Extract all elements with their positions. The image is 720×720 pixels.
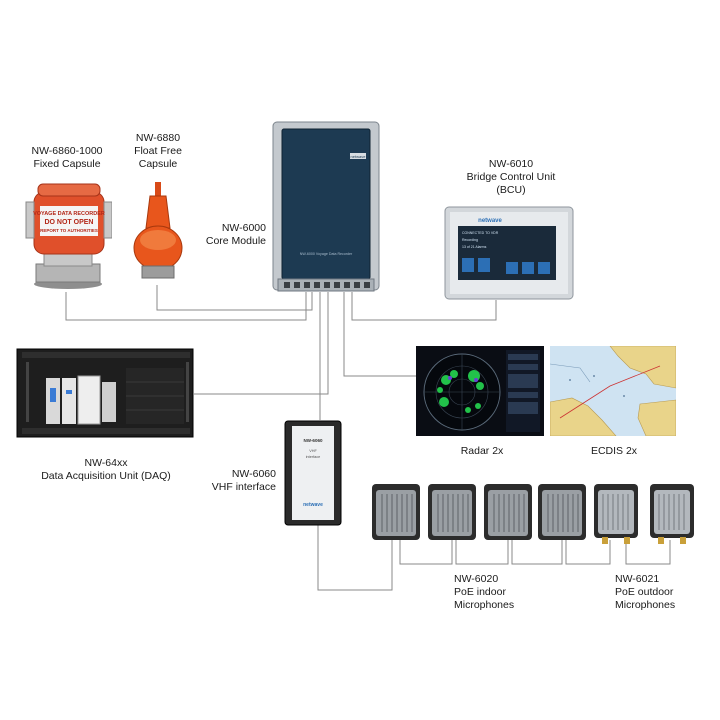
indoor-mics-model: NW-6020 bbox=[454, 573, 499, 585]
outdoor-microphone-1 bbox=[594, 484, 638, 544]
wire-vhf-mics bbox=[317, 525, 393, 591]
indoor-microphone-2 bbox=[428, 484, 476, 540]
float-free-label: NW-6880 Float Free Capsule bbox=[120, 132, 196, 171]
bcu-label: NW-6010 Bridge Control Unit (BCU) bbox=[455, 158, 567, 197]
fixed-capsule-image: VOYAGE DATA RECORDER DO NOT OPEN REPORT … bbox=[25, 183, 112, 289]
float-free-capsule-image bbox=[133, 182, 183, 279]
indoor-mics-name-2: Microphones bbox=[454, 599, 515, 611]
wire-mic-1-2 bbox=[399, 540, 453, 565]
float-free-name-1: Float Free bbox=[134, 145, 182, 157]
bcu-model: NW-6010 bbox=[488, 158, 534, 170]
bcu-name-2: (BCU) bbox=[496, 184, 526, 196]
wire-radar bbox=[343, 292, 416, 377]
indoor-microphone-1 bbox=[372, 484, 420, 540]
wire-daq bbox=[194, 292, 329, 395]
bcu-screen-line-2: Recording bbox=[462, 238, 478, 242]
outdoor-mics-label: NW-6021 PoE outdoor Microphones bbox=[615, 573, 705, 612]
wire-float-free bbox=[156, 285, 313, 311]
outdoor-mics-model: NW-6021 bbox=[615, 573, 660, 585]
wire-fixed-capsule bbox=[65, 292, 307, 321]
daq-name: Data Acquisition Unit (DAQ) bbox=[41, 470, 171, 482]
fixed-capsule-name: Fixed Capsule bbox=[33, 158, 101, 170]
bcu-screen-line-1: CONNECTED TO VDR bbox=[462, 231, 499, 235]
vhf-brand: netwave bbox=[303, 502, 323, 508]
core-module-model: NW-6000 bbox=[221, 222, 266, 234]
bcu-name-1: Bridge Control Unit bbox=[466, 171, 556, 183]
capsule-decal-line-3: REPORT TO AUTHORITIES bbox=[40, 228, 98, 233]
vhf-box-line-3: interface bbox=[306, 455, 321, 459]
outdoor-mics-name-2: Microphones bbox=[615, 599, 676, 611]
wire-bcu bbox=[351, 292, 497, 321]
vhf-box-line-2: VHF bbox=[309, 449, 317, 453]
fixed-capsule-label: NW-6860-1000 Fixed Capsule bbox=[20, 145, 114, 171]
radar-label: Radar 2x bbox=[460, 445, 504, 457]
outdoor-microphone-2 bbox=[650, 484, 694, 544]
float-free-name-2: Capsule bbox=[138, 158, 178, 170]
capsule-decal-line-2: DO NOT OPEN bbox=[44, 219, 93, 226]
daq-image bbox=[16, 348, 194, 438]
bcu-screen-line-3: 13 of 21 Alarms bbox=[462, 245, 487, 249]
fixed-capsule-model: NW-6860-1000 bbox=[31, 145, 103, 157]
core-face bbox=[281, 128, 371, 280]
vhf-label: NW-6060 VHF interface bbox=[200, 468, 276, 494]
daq-model: NW-64xx bbox=[84, 457, 128, 469]
indoor-mics-label: NW-6020 PoE indoor Microphones bbox=[454, 573, 534, 612]
core-module-name: Core Module bbox=[205, 235, 266, 247]
core-badge: netwave bbox=[351, 154, 367, 159]
indoor-microphone-4 bbox=[538, 484, 586, 540]
vhf-image: NW-6060 VHF interface netwave bbox=[284, 420, 342, 526]
ecdis-label: ECDIS 2x bbox=[590, 445, 638, 457]
daq-label: NW-64xx Data Acquisition Unit (DAQ) bbox=[20, 457, 192, 483]
vhf-model: NW-6060 bbox=[231, 468, 276, 480]
core-caption: NW-6000 Voyage Data Recorder bbox=[300, 252, 353, 256]
wire-mic-4-5 bbox=[565, 540, 611, 565]
wire-mic-5-6 bbox=[625, 540, 671, 565]
indoor-microphone-3 bbox=[484, 484, 532, 540]
bcu-brand: netwave bbox=[478, 218, 502, 224]
ecdis-image bbox=[550, 346, 676, 436]
capsule-decal-line-1: VOYAGE DATA RECORDER bbox=[33, 211, 105, 217]
vhf-name: VHF interface bbox=[211, 481, 276, 493]
outdoor-mics-name-1: PoE outdoor bbox=[615, 586, 674, 598]
core-module-label: NW-6000 Core Module bbox=[196, 222, 266, 248]
vhf-box-model: NW-6060 bbox=[304, 438, 323, 443]
core-module-image: netwave NW-6000 Voyage Data Recorder bbox=[272, 121, 380, 292]
float-free-model: NW-6880 bbox=[135, 132, 181, 144]
bcu-image: netwave CONNECTED TO VDR Recording 13 of… bbox=[444, 206, 574, 300]
wire-mic-2-3 bbox=[455, 540, 509, 565]
radar-image bbox=[416, 346, 544, 436]
indoor-mics-name-1: PoE indoor bbox=[454, 586, 506, 598]
wire-mic-3-4 bbox=[511, 540, 563, 565]
